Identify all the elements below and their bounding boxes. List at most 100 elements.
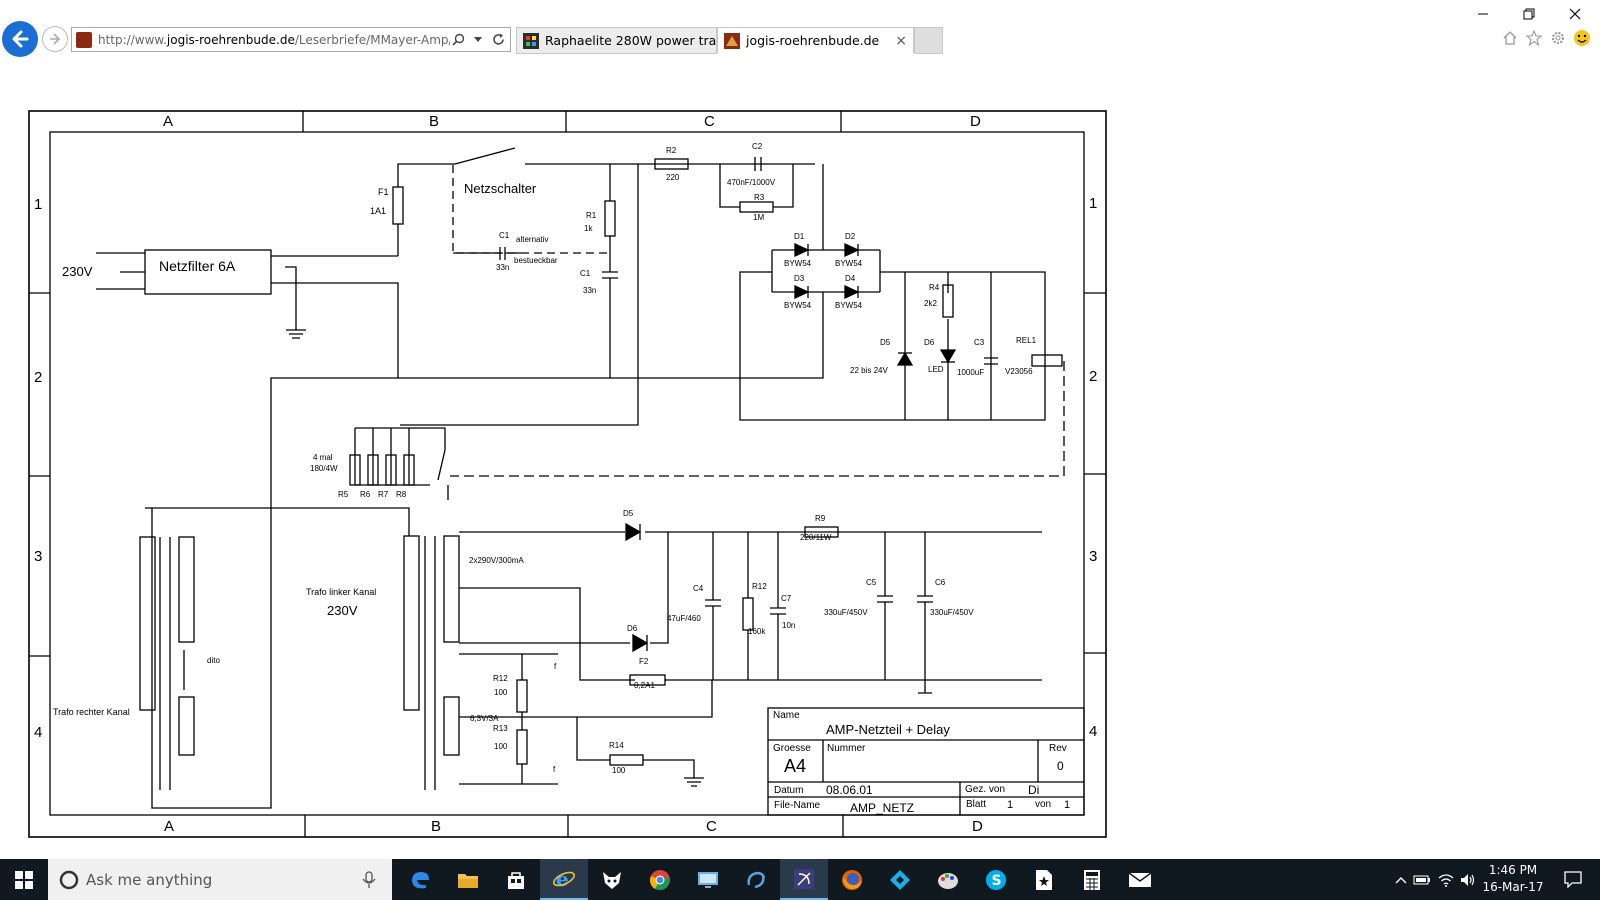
start-button[interactable] [0, 859, 48, 900]
gear-icon[interactable] [1548, 28, 1568, 48]
firefox-icon [842, 869, 862, 890]
label-r2-value: 220 [666, 173, 680, 182]
search-placeholder: Ask me anything [86, 870, 213, 889]
new-tab-button[interactable] [914, 27, 943, 54]
svg-text:S: S [992, 873, 1002, 889]
system-clock[interactable]: 1:46 PM 16-Mar-17 [1478, 862, 1548, 896]
battery-icon[interactable] [1413, 871, 1431, 889]
address-bar[interactable]: http://www.jogis-roehrenbude.de/Leserbri… [71, 27, 511, 52]
taskbar-chrome[interactable] [636, 859, 684, 900]
home-icon[interactable] [1500, 28, 1520, 48]
taskbar-sync-app[interactable] [732, 859, 780, 900]
label-c3: C3 [974, 338, 985, 347]
taskbar-satellite-app[interactable] [780, 859, 828, 900]
favorites-star-icon[interactable] [1524, 28, 1544, 48]
title-block-groesse-value: A4 [784, 756, 807, 776]
label-c5: C5 [866, 578, 877, 587]
column-label-d: D [970, 113, 981, 130]
dropdown-arrow-icon[interactable] [470, 32, 486, 48]
label-f2: F2 [639, 657, 649, 666]
label-d1: D1 [794, 232, 805, 241]
taskbar-skype[interactable]: S [972, 859, 1020, 900]
label-c6: C6 [935, 578, 946, 587]
smiley-feedback-icon[interactable] [1572, 28, 1592, 48]
label-f1-value: 1A1 [370, 206, 387, 216]
taskbar-paint-app[interactable] [924, 859, 972, 900]
title-block-file-label: File-Name [774, 800, 821, 811]
row-label-3-right: 3 [1089, 548, 1098, 565]
tab-raphaelite[interactable]: Raphaelite 280W power transfo... [516, 27, 717, 54]
label-c1: C1 [580, 269, 591, 278]
title-block-name-value: AMP-Netzteil + Delay [826, 722, 950, 737]
label-d2: D2 [845, 232, 856, 241]
action-center-notification-icon[interactable] [1564, 870, 1582, 888]
close-window-button[interactable] [1560, 4, 1590, 24]
schematic-image [28, 110, 1107, 838]
label-r9: R9 [815, 514, 826, 523]
label-d1-value: BYW54 [784, 259, 812, 268]
label-r1-value: 1k [584, 224, 593, 233]
label-c1-alt: C1 [499, 231, 510, 240]
taskbar-file-explorer[interactable] [444, 859, 492, 900]
label-r5-r8-count: 4 mal [313, 453, 333, 462]
tab-label: jogis-roehrenbude.de [746, 33, 880, 48]
cortana-circle-icon [59, 870, 79, 889]
back-button[interactable] [2, 21, 38, 57]
label-r13-value: 100 [494, 742, 508, 751]
title-block-blatt-value: 1 [1007, 799, 1014, 811]
taskbar-calculator[interactable] [1068, 859, 1116, 900]
search-icon[interactable] [450, 32, 466, 48]
wifi-icon[interactable] [1437, 871, 1455, 889]
svg-text:e: e [556, 867, 569, 891]
row-label-2-right: 2 [1089, 368, 1098, 385]
store-bag-icon [508, 871, 524, 889]
row-label-3: 3 [34, 548, 43, 565]
close-tab-icon[interactable]: × [895, 33, 907, 49]
title-block-blatt-label: Blatt [966, 799, 987, 810]
label-r4: R4 [929, 283, 940, 292]
taskbar-fox-app[interactable] [588, 859, 636, 900]
tab-jogis[interactable]: jogis-roehrenbude.de × [717, 27, 914, 54]
volume-speaker-icon[interactable] [1459, 871, 1477, 889]
taskbar-notes-app[interactable] [1020, 859, 1068, 900]
microphone-icon[interactable] [362, 870, 376, 889]
label-rel1-value: V23056 [1005, 367, 1033, 376]
row-label-4: 4 [34, 724, 43, 741]
clock-date: 16-Mar-17 [1482, 880, 1544, 894]
cortana-search-box[interactable]: Ask me anything [48, 859, 392, 900]
refresh-icon[interactable] [490, 32, 506, 48]
label-dito: dito [207, 656, 220, 665]
internet-explorer-icon: e [553, 867, 575, 891]
label-f-top: f [554, 662, 557, 671]
title-block-datum-label: Datum [774, 785, 804, 796]
label-rel1: REL1 [1016, 336, 1037, 345]
document-star-icon [1036, 869, 1052, 890]
label-r7: R7 [378, 490, 389, 499]
arrow-right-icon [50, 33, 61, 45]
label-c2-value: 470nF/1000V [727, 178, 776, 187]
taskbar-mail[interactable] [1116, 859, 1164, 900]
taskbar-store[interactable] [492, 859, 540, 900]
title-block-gez-value: Di [1028, 783, 1040, 797]
taskbar-firefox[interactable] [828, 859, 876, 900]
show-hidden-icons-chevron-up-icon[interactable] [1392, 871, 1410, 889]
column-label-a: A [163, 113, 174, 130]
title-block-datum-value: 08.06.01 [826, 783, 873, 797]
arrow-left-icon [12, 30, 29, 48]
raphaelite-favicon [523, 32, 539, 49]
label-c7: C7 [781, 594, 792, 603]
column-label-d-bottom: D [972, 818, 983, 835]
edge-icon [412, 871, 429, 888]
label-alternativ: alternativ [516, 235, 549, 244]
column-label-a-bottom: A [164, 818, 175, 835]
label-d5-zener: D5 [880, 338, 891, 347]
taskbar-internet-explorer[interactable]: e [540, 859, 588, 900]
taskbar-remote-desktop[interactable] [684, 859, 732, 900]
restore-button[interactable] [1514, 4, 1544, 24]
taskbar-kodi[interactable] [876, 859, 924, 900]
title-block-von-label: von [1035, 799, 1052, 810]
minimize-button[interactable] [1468, 4, 1498, 24]
taskbar-edge[interactable] [396, 859, 444, 900]
calculator-icon [1084, 869, 1100, 890]
forward-button[interactable] [42, 26, 68, 52]
